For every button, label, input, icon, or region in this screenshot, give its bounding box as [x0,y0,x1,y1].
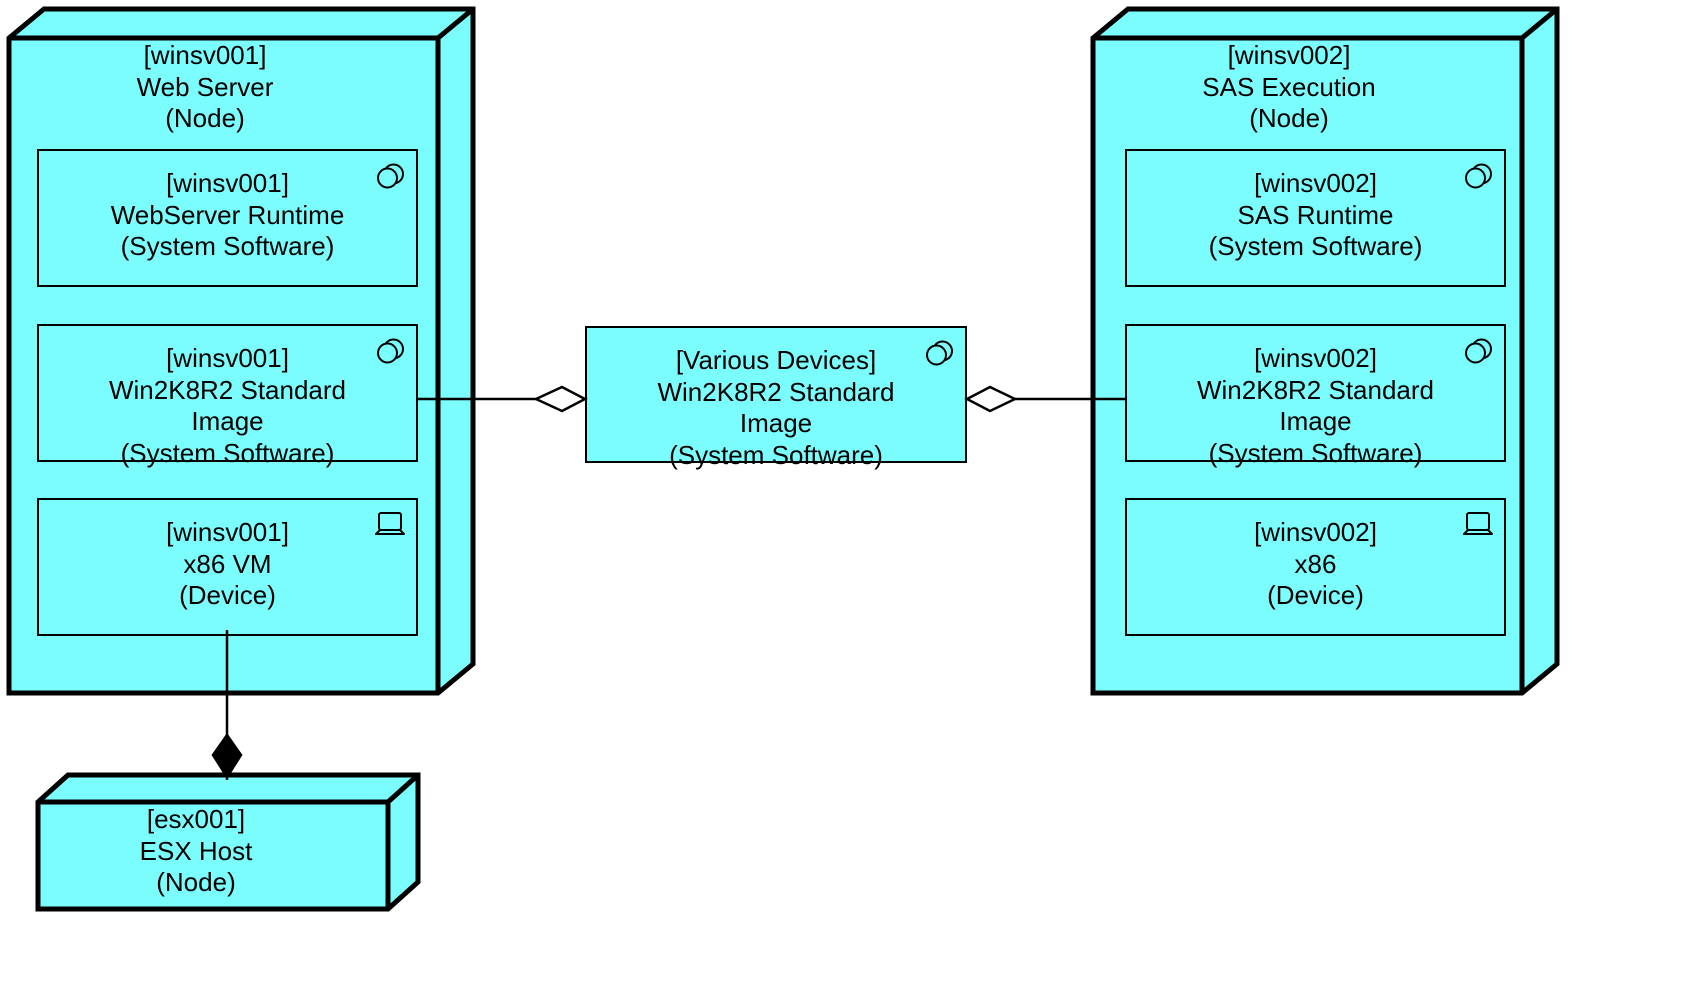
device-icon [1463,512,1493,535]
system-software-icon [377,338,404,364]
node-esx-host[interactable]: [esx001] ESX Host (Node) [35,772,421,912]
artifact-webserver-runtime[interactable]: [winsv001] WebServer Runtime (System Sof… [37,149,418,287]
node-web-server[interactable]: [winsv001] Web Server (Node) [winsv001] … [6,6,476,696]
artifact-sas-runtime-label: [winsv002] SAS Runtime (System Software) [1208,168,1423,262]
artifact-winsv002-x86-label: [winsv002] x86 (Device) [1254,517,1377,611]
system-software-icon [926,340,953,366]
artifact-winsv001-x86-vm-label: [winsv001] x86 VM (Device) [166,517,289,611]
system-software-icon [1465,338,1492,364]
device-icon [375,512,405,535]
node-esx-host-shape [35,772,421,912]
artifact-winsv001-win2k8r2-image-label: [winsv001] Win2K8R2 Standard Image (Syst… [108,343,347,469]
artifact-webserver-runtime-label: [winsv001] WebServer Runtime (System Sof… [110,168,345,262]
artifact-various-devices-label: [Various Devices] Win2K8R2 Standard Imag… [657,345,895,471]
artifact-winsv002-x86[interactable]: [winsv002] x86 (Device) [1125,498,1506,636]
system-software-icon [377,163,404,189]
artifact-various-devices-win2k8r2-image[interactable]: [Various Devices] Win2K8R2 Standard Imag… [585,326,967,470]
artifact-sas-runtime[interactable]: [winsv002] SAS Runtime (System Software) [1125,149,1506,287]
artifact-winsv001-win2k8r2-image[interactable]: [winsv001] Win2K8R2 Standard Image (Syst… [37,324,418,468]
node-sas-execution[interactable]: [winsv002] SAS Execution (Node) [winsv00… [1090,6,1560,696]
system-software-icon [1465,163,1492,189]
artifact-winsv002-win2k8r2-image[interactable]: [winsv002] Win2K8R2 Standard Image (Syst… [1125,324,1506,468]
hollow-diamond-marker [533,385,588,413]
artifact-winsv001-x86-vm[interactable]: [winsv001] x86 VM (Device) [37,498,418,636]
hollow-diamond-marker [964,385,1018,413]
filled-diamond-marker [211,732,243,780]
artifact-winsv002-win2k8r2-image-label: [winsv002] Win2K8R2 Standard Image (Syst… [1196,343,1435,469]
